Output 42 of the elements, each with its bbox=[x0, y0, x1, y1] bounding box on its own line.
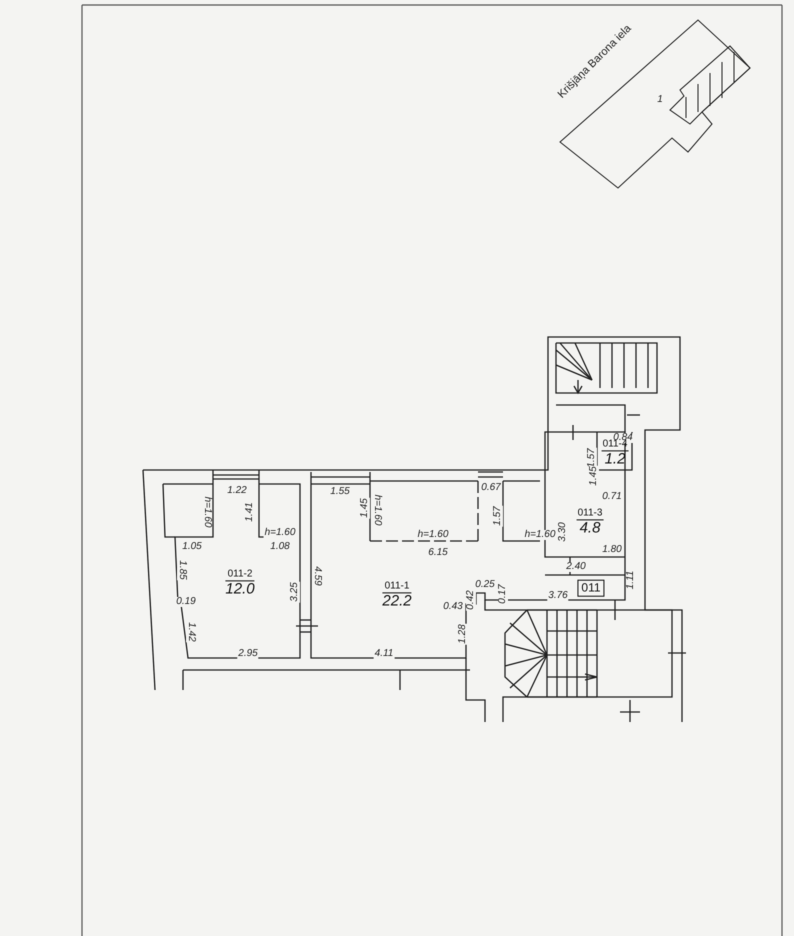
room-area: 22.2 bbox=[382, 592, 412, 609]
apartment-number: 011 bbox=[577, 580, 605, 596]
dimension-label: 4.59 bbox=[312, 565, 322, 587]
dimension-label: 3.76 bbox=[547, 591, 569, 601]
dimension-label: 1.28 bbox=[458, 623, 468, 645]
room-area: 12.0 bbox=[225, 580, 255, 597]
dimension-label: 0.17 bbox=[498, 583, 508, 605]
dimension-label: 1.45 bbox=[589, 465, 599, 487]
dimension-label: h=1.60 bbox=[372, 494, 382, 526]
dimension-label: 1.42 bbox=[186, 621, 196, 643]
dimension-label: 1.85 bbox=[177, 559, 187, 581]
dimension-label: 6.15 bbox=[427, 548, 449, 558]
building-number: 1 bbox=[656, 95, 664, 105]
dimension-label: 1.55 bbox=[329, 487, 351, 497]
dimension-label: 2.40 bbox=[565, 562, 587, 572]
dimension-label: 1.45 bbox=[360, 497, 370, 519]
dimension-label: 1.80 bbox=[601, 545, 623, 555]
room-number: 011-1 bbox=[382, 581, 412, 593]
dimension-label: 3.25 bbox=[290, 581, 300, 603]
dimension-label: h=1.60 bbox=[416, 530, 450, 540]
dimension-label: 0.71 bbox=[601, 492, 623, 502]
room-area: 4.8 bbox=[576, 520, 604, 536]
dimension-label: 1.22 bbox=[226, 486, 248, 496]
dimension-label: 0.67 bbox=[480, 483, 502, 493]
dimension-label: 1.08 bbox=[269, 542, 291, 552]
dimension-label: 0.42 bbox=[466, 589, 476, 611]
dimension-label: 1.05 bbox=[181, 542, 203, 552]
dimension-label: 4.11 bbox=[374, 649, 394, 659]
room-number: 011-3 bbox=[576, 508, 604, 520]
dimension-label: 3.30 bbox=[558, 521, 568, 543]
dimension-label: h=1.60 bbox=[264, 528, 296, 538]
dimension-label: 1.41 bbox=[245, 501, 255, 523]
dimension-label: 2.95 bbox=[237, 649, 259, 659]
dimension-label: 0.25 bbox=[474, 580, 496, 590]
dimension-label: 0.19 bbox=[175, 597, 197, 607]
dimension-label: 1.57 bbox=[493, 505, 503, 527]
dimension-label: 0.43 bbox=[442, 602, 464, 612]
dimension-label: h=1.60 bbox=[524, 530, 556, 540]
dimension-label: h=1.60 bbox=[202, 496, 212, 528]
dimension-label: 1.11 bbox=[626, 570, 636, 590]
room-number: 011-2 bbox=[225, 569, 255, 581]
room-number: 011-4 bbox=[602, 439, 628, 451]
